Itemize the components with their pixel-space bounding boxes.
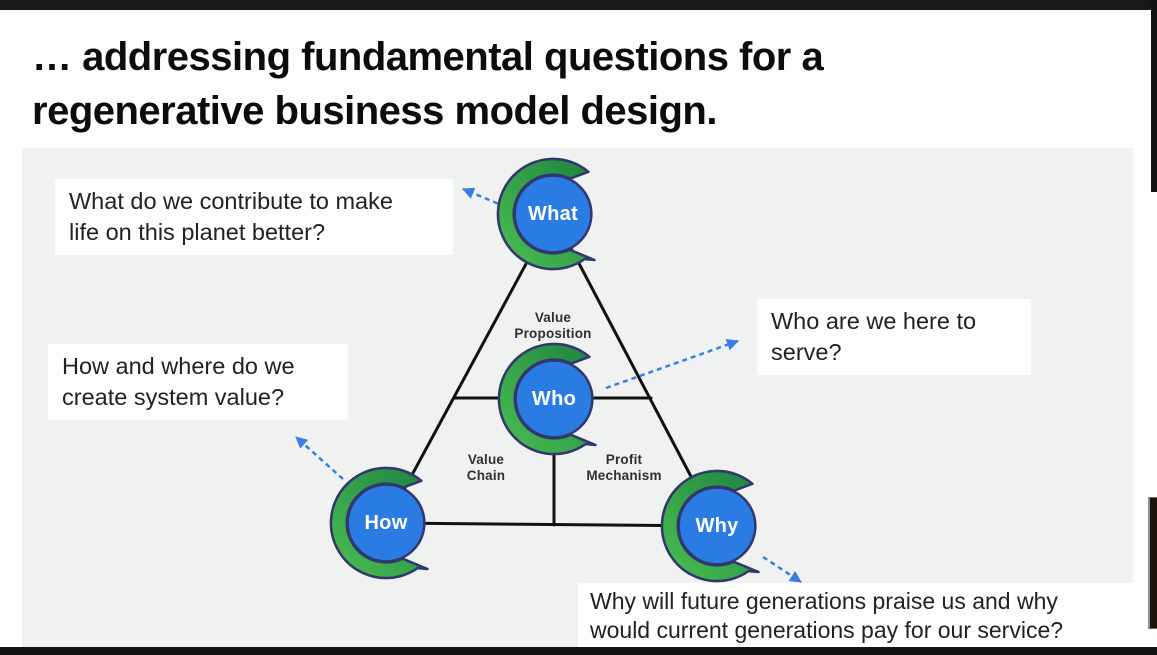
node-how: How bbox=[327, 464, 445, 582]
section-label-profit-mechanism: Profit Mechanism bbox=[586, 452, 662, 483]
node-why: Why bbox=[658, 467, 776, 585]
node-how-label: How bbox=[364, 511, 408, 534]
node-who: Who bbox=[495, 340, 613, 458]
node-what-label: What bbox=[527, 202, 579, 225]
section-label-value-chain: Value Chain bbox=[466, 452, 506, 483]
callout-what: What do we contribute to make life on th… bbox=[55, 179, 453, 255]
bottom-black-bar bbox=[0, 647, 1157, 655]
callout-how: How and where do we create system value? bbox=[48, 344, 348, 420]
node-why-label: Why bbox=[695, 514, 739, 537]
callout-why: Why will future generations praise us an… bbox=[578, 583, 1135, 649]
node-what: What bbox=[494, 155, 612, 273]
top-black-bar bbox=[0, 0, 1157, 10]
callout-who: Who are we here to serve? bbox=[757, 299, 1031, 375]
webcam-overlay-sliver bbox=[1148, 497, 1157, 629]
right-edge-black-bar bbox=[1151, 0, 1157, 192]
node-who-label: Who bbox=[531, 387, 577, 410]
slide-title: … addressing fundamental questions for a… bbox=[32, 35, 824, 133]
section-label-value-proposition: Value Proposition bbox=[514, 310, 592, 341]
